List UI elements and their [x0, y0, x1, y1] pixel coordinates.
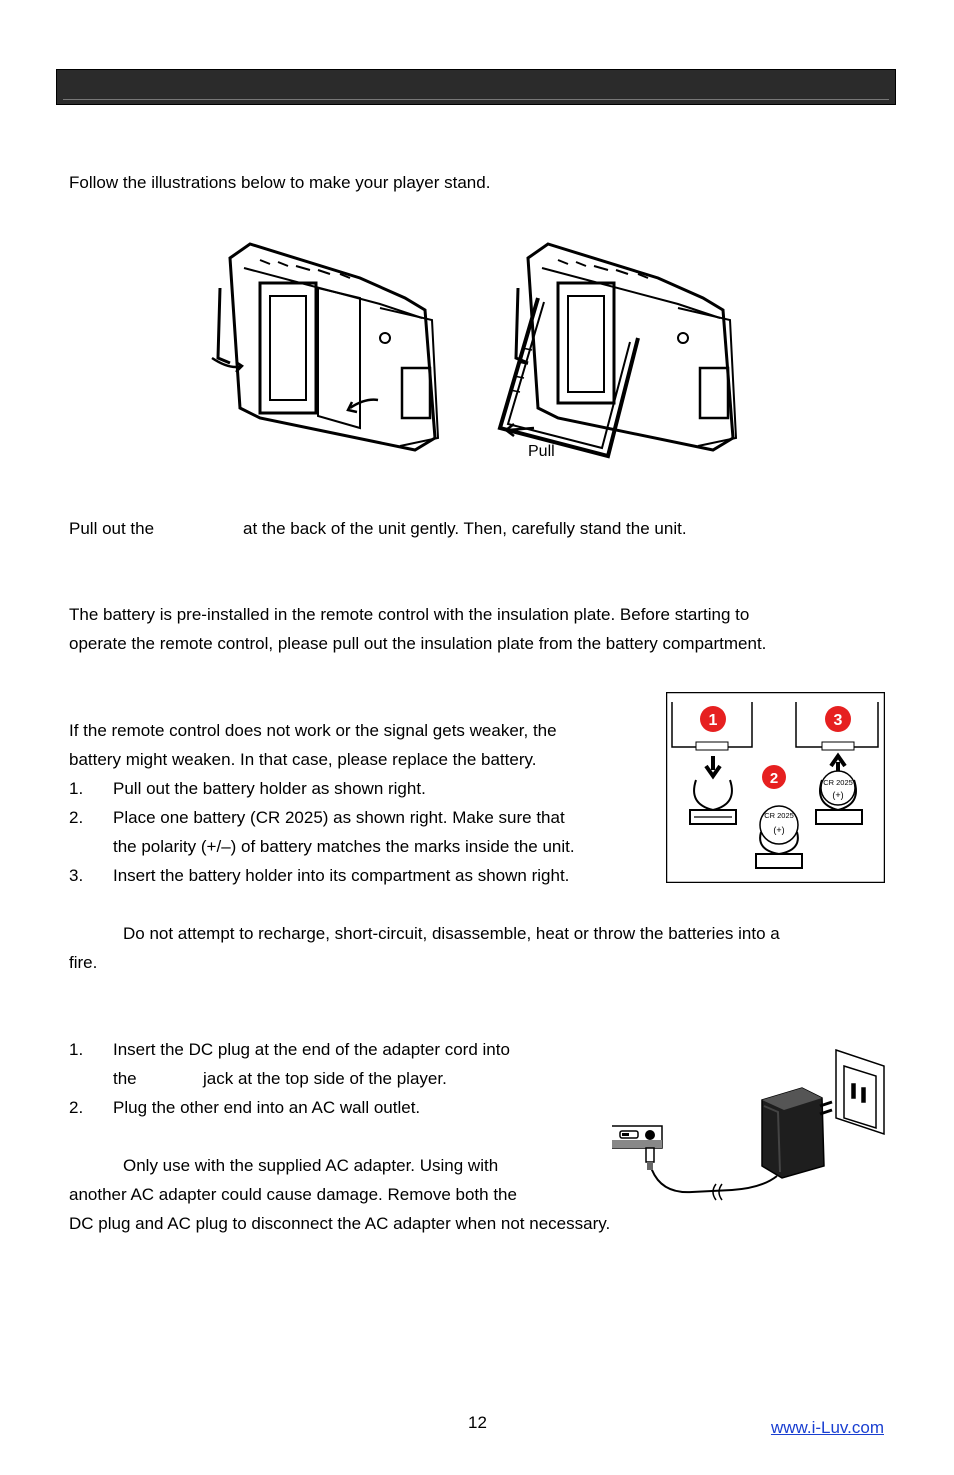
dc-jack-icon — [612, 1125, 663, 1170]
stand-illustration: Pull — [211, 242, 738, 460]
svg-text:1: 1 — [709, 712, 718, 729]
svg-text:3: 3 — [834, 712, 843, 729]
page-number: 12 — [468, 1413, 487, 1432]
pull-label: Pull — [528, 443, 555, 460]
svg-text:CR 2025: CR 2025 — [823, 778, 853, 787]
step-text: Pull out the battery holder as shown rig… — [113, 779, 426, 798]
coin-battery-icon — [759, 805, 799, 845]
remote-paragraph-line-2: operate the remote control, please pull … — [69, 634, 767, 653]
section-header-bar — [56, 69, 896, 105]
remote-paragraph-line-1: The battery is pre-installed in the remo… — [69, 605, 750, 624]
battery-warning-line-1: Do not attempt to recharge, short-circui… — [123, 924, 780, 943]
stand-intro: Follow the illustrations below to make y… — [69, 173, 491, 192]
adapter-step-2: 2. Plug the other end into an AC wall ou… — [0, 1093, 600, 1122]
step-number: 1. — [69, 779, 84, 798]
header-bar-rule — [63, 99, 889, 100]
replace-line-2: battery might weaken. In that case, plea… — [69, 750, 537, 769]
player-standing-illustration — [497, 242, 738, 459]
svg-text:CR 2025: CR 2025 — [764, 811, 794, 820]
step-text-continued: the polarity (+/–) of battery matches th… — [113, 837, 575, 856]
battery-holder-icon — [689, 779, 737, 825]
adapter-note-line-1: Only use with the supplied AC adapter. U… — [123, 1156, 499, 1175]
step-text: Plug the other end into an AC wall outle… — [113, 1098, 421, 1117]
website-link[interactable]: www.i-Luv.com — [770, 1418, 884, 1437]
step-number: 3. — [69, 866, 84, 885]
adapter-note-line-2: another AC adapter could cause damage. R… — [69, 1185, 517, 1204]
step-text: Place one battery (CR 2025) as shown rig… — [113, 808, 565, 827]
step-number: 2. — [69, 1098, 84, 1117]
battery-holder-icon — [815, 779, 863, 825]
step-number: 1. — [69, 1040, 84, 1059]
step-text: Insert the battery holder into its compa… — [113, 866, 570, 885]
adapter-cord-icon — [649, 1155, 778, 1194]
replace-line-1: If the remote control does not work or t… — [69, 721, 557, 740]
arrow-down-icon — [704, 756, 722, 780]
svg-text:2: 2 — [770, 770, 778, 787]
player-folded-illustration — [211, 242, 440, 452]
battery-warning-line-2: fire. — [69, 953, 98, 972]
step-text-continued-end: jack at the top side of the player. — [203, 1069, 447, 1088]
adapter-step-1: 1. Insert the DC plug at the end of the … — [0, 1035, 600, 1093]
battery-step-1: 1. Pull out the battery holder as shown … — [0, 774, 640, 803]
stand-instruction-start: Pull out the — [69, 519, 155, 538]
battery-step-2: 2. Place one battery (CR 2025) as shown … — [0, 803, 640, 861]
step-text: Insert the DC plug at the end of the ada… — [113, 1040, 510, 1059]
battery-holder-icon — [755, 831, 803, 869]
step-1-badge-icon — [700, 706, 726, 732]
step-text-continued-start: the — [113, 1069, 137, 1088]
ac-adapter-illustration — [612, 1048, 885, 1201]
step-3-badge-icon — [825, 706, 851, 732]
power-adapter-icon — [761, 1087, 833, 1179]
battery-replacement-figure: 1 3 2 CR 2025 (+) CR 2025 (+) — [666, 692, 885, 883]
stand-instruction-end: at the back of the unit gently. Then, ca… — [243, 519, 687, 538]
svg-text:(+): (+) — [832, 790, 843, 800]
adapter-note-line-3: DC plug and AC plug to disconnect the AC… — [69, 1214, 611, 1233]
step-number: 2. — [69, 808, 84, 827]
step-2-badge-icon — [762, 765, 786, 789]
battery-step-3: 3. Insert the battery holder into its co… — [0, 861, 640, 890]
wall-outlet-icon — [835, 1048, 885, 1136]
coin-battery-icon — [820, 770, 856, 806]
svg-text:(+): (+) — [773, 825, 784, 835]
